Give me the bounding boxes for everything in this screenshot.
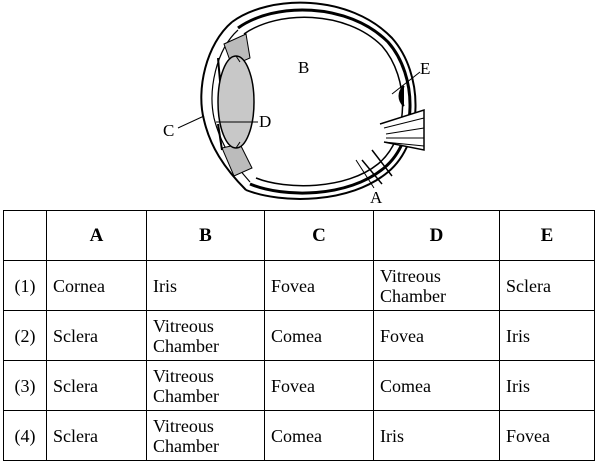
- header-cell: A: [46, 210, 147, 261]
- table-header-row: A B C D E: [3, 210, 595, 261]
- header-cell: E: [499, 210, 595, 261]
- table-cell: Sclera: [499, 260, 595, 311]
- label-B: B: [298, 58, 309, 77]
- table-cell: Cornea: [46, 260, 147, 311]
- optic-nerve-sheath: [361, 149, 393, 185]
- table-cell: Iris: [146, 260, 265, 311]
- table-cell: Vitreous Chamber: [373, 260, 500, 311]
- header-cell: [3, 210, 47, 261]
- table-cell: Vitreous Chamber: [146, 360, 265, 411]
- answer-options-table: A B C D E (1) Cornea Iris Fovea Vitreous…: [3, 210, 595, 461]
- table-cell: Sclera: [46, 360, 147, 411]
- table-cell: Vitreous Chamber: [146, 410, 265, 461]
- table-cell: Sclera: [46, 410, 147, 461]
- optic-nerve: [379, 108, 425, 151]
- choroid-layer: [237, 8, 412, 195]
- label-D: D: [259, 112, 271, 131]
- sclera-outline: [231, 1, 417, 200]
- leader-line-A: [355, 159, 375, 189]
- option-number: (4): [3, 410, 47, 461]
- header-cell: B: [146, 210, 265, 261]
- leader-line-E: [391, 71, 421, 95]
- eye-diagram: B E C D A: [163, 1, 430, 207]
- table-cell: Iris: [373, 410, 500, 461]
- header-cell: D: [373, 210, 500, 261]
- table-cell: Fovea: [373, 310, 500, 361]
- iris-bottom: [217, 123, 223, 151]
- retina-layer: [243, 16, 404, 187]
- leader-line-C: [177, 115, 205, 129]
- table-cell: Comea: [264, 410, 374, 461]
- table-row: (3) Sclera Vitreous Chamber Fovea Comea …: [3, 360, 595, 411]
- lens: [217, 55, 255, 149]
- ciliary-body-bottom: [221, 143, 253, 177]
- table-row: (1) Cornea Iris Fovea Vitreous Chamber S…: [3, 260, 595, 311]
- optic-nerve-fibres: [383, 117, 425, 147]
- table-cell: Vitreous Chamber: [146, 310, 265, 361]
- table-row: (4) Sclera Vitreous Chamber Comea Iris F…: [3, 410, 595, 461]
- label-A: A: [370, 188, 383, 207]
- table-row: (2) Sclera Vitreous Chamber Comea Fovea …: [3, 310, 595, 361]
- ligament: [235, 141, 241, 149]
- table-cell: Sclera: [46, 310, 147, 361]
- label-C: C: [163, 121, 174, 140]
- table-cell: Fovea: [264, 260, 374, 311]
- option-number: (1): [3, 260, 47, 311]
- table-cell: Iris: [499, 360, 595, 411]
- table-cell: Iris: [499, 310, 595, 361]
- label-E: E: [420, 59, 430, 78]
- ligament: [235, 55, 241, 63]
- table-cell: Comea: [264, 310, 374, 361]
- fovea: [398, 85, 405, 107]
- table-cell: Comea: [373, 360, 500, 411]
- option-number: (3): [3, 360, 47, 411]
- cornea: [200, 21, 247, 191]
- table-cell: Fovea: [499, 410, 595, 461]
- header-cell: C: [264, 210, 374, 261]
- option-number: (2): [3, 310, 47, 361]
- table-cell: Fovea: [264, 360, 374, 411]
